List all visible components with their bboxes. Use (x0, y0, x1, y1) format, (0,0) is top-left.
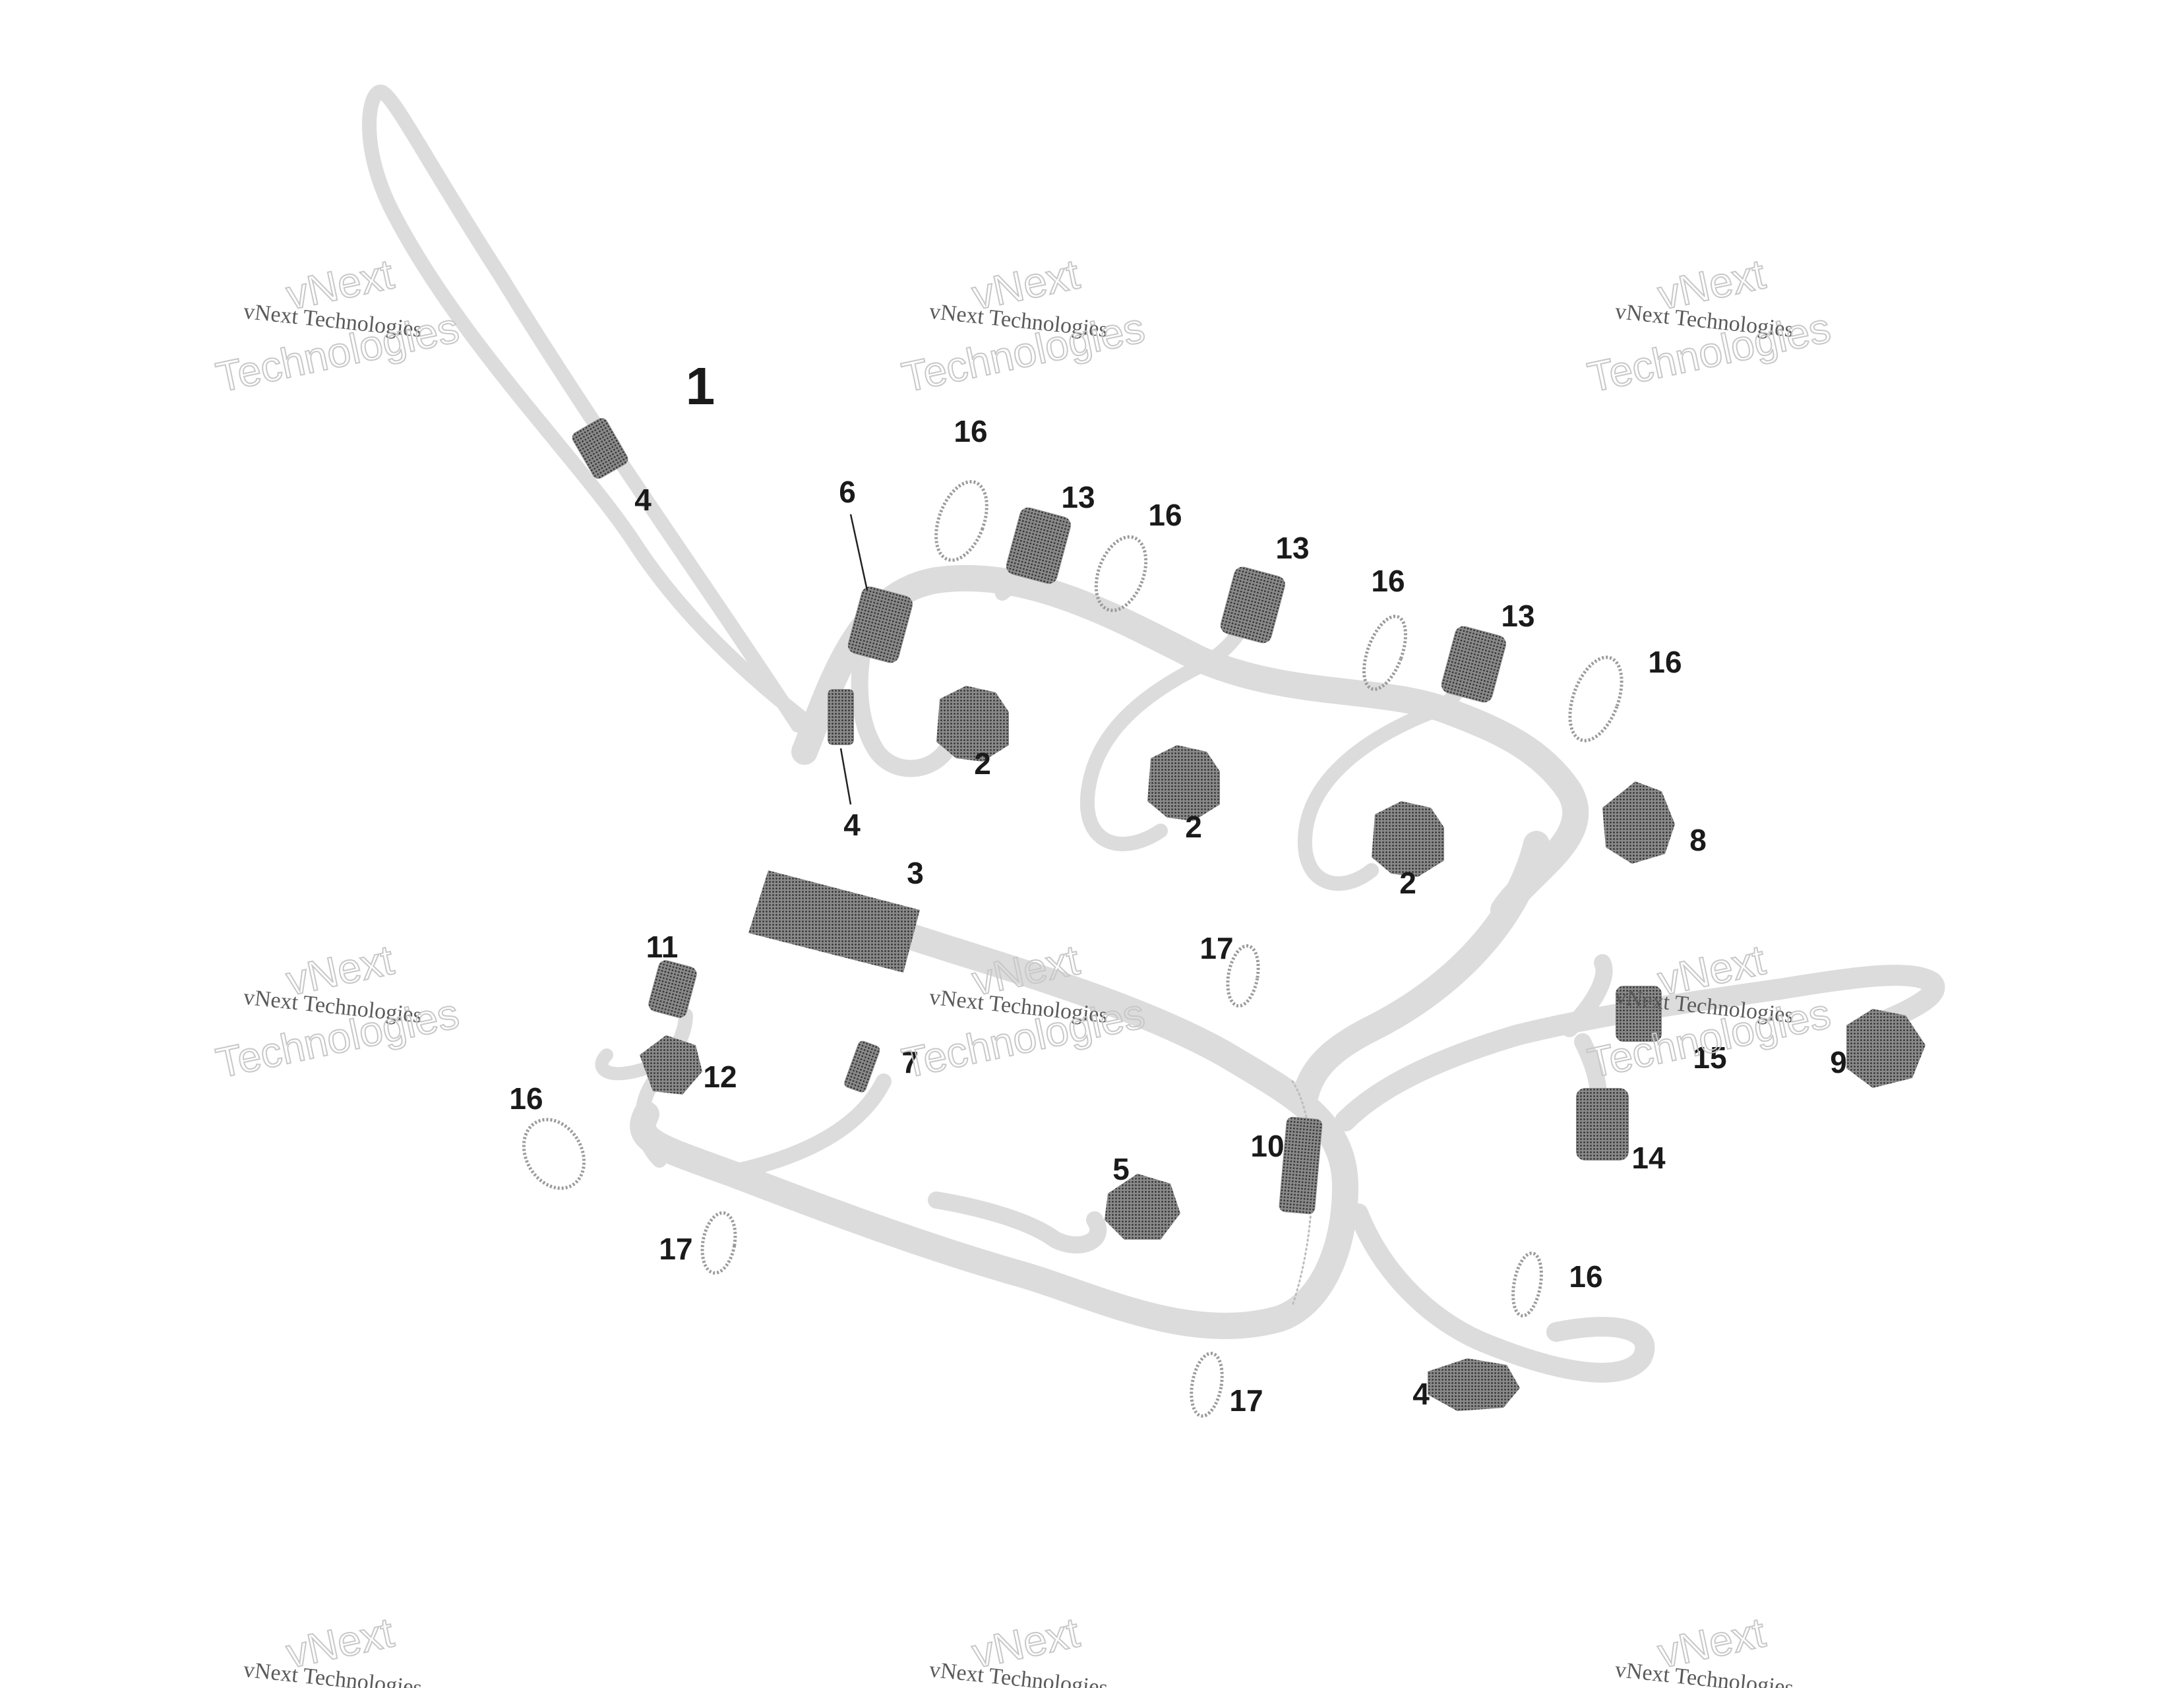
connector-8 (1602, 781, 1675, 864)
connector-13-a (1006, 507, 1071, 584)
callout-16-b: 16 (1148, 498, 1182, 532)
callout-11: 11 (646, 930, 679, 964)
connector-13-b (1220, 566, 1285, 644)
callout-15: 15 (1693, 1040, 1726, 1075)
callout-16-c: 16 (1371, 564, 1405, 598)
callout-2-c: 2 (1399, 866, 1416, 900)
callout-17-b: 17 (659, 1232, 692, 1266)
watermarks: vNext vNext Technologies Technologies vN… (212, 249, 1835, 1688)
connector-6 (847, 586, 913, 663)
callouts: 1 4 6 16 13 16 13 16 13 16 2 4 2 2 8 3 1… (509, 357, 1846, 1418)
callout-17-a: 17 (1199, 931, 1233, 965)
connector-4-top (572, 418, 628, 479)
connector-3 (748, 870, 920, 973)
callout-16-d: 16 (1648, 645, 1682, 679)
connector-2-a (936, 686, 1009, 762)
callout-4-bottom: 4 (1412, 1377, 1430, 1411)
callout-2-a: 2 (974, 746, 991, 781)
callout-6: 6 (839, 475, 856, 509)
callout-9: 9 (1830, 1045, 1847, 1079)
callout-4-top: 4 (634, 483, 652, 517)
connector-7 (844, 1040, 880, 1093)
callout-13-c: 13 (1501, 599, 1534, 633)
callout-17-c: 17 (1229, 1383, 1263, 1418)
connector-12 (640, 1035, 702, 1095)
connector-2-c (1372, 801, 1444, 877)
leader-lines (839, 514, 868, 805)
callout-3: 3 (907, 856, 924, 890)
callout-7: 7 (901, 1045, 919, 1079)
callout-14: 14 (1631, 1141, 1666, 1175)
callout-4-mid: 4 (843, 808, 861, 842)
callout-10: 10 (1250, 1129, 1284, 1163)
callout-16-e: 16 (509, 1081, 543, 1116)
connector-13-c (1441, 626, 1506, 703)
callout-8: 8 (1689, 823, 1707, 857)
callout-13-b: 13 (1275, 531, 1309, 565)
callout-13-a: 13 (1061, 480, 1095, 514)
connector-9 (1846, 1009, 1926, 1088)
callout-16-a: 16 (954, 414, 987, 448)
connector-11 (648, 960, 697, 1018)
callout-2-b: 2 (1185, 810, 1202, 844)
connector-4-mid (828, 689, 854, 745)
connector-10 (1279, 1116, 1323, 1215)
callout-12: 12 (703, 1060, 737, 1094)
callout-1: 1 (686, 357, 715, 415)
connector-15 (1616, 986, 1662, 1042)
connector-14 (1576, 1088, 1629, 1160)
connector-4-bottom (1428, 1358, 1520, 1411)
connector-5 (1105, 1174, 1180, 1240)
connector-2-b (1147, 745, 1220, 821)
callout-16-f: 16 (1569, 1259, 1602, 1294)
connectors (572, 418, 1926, 1411)
callout-5: 5 (1112, 1152, 1130, 1186)
